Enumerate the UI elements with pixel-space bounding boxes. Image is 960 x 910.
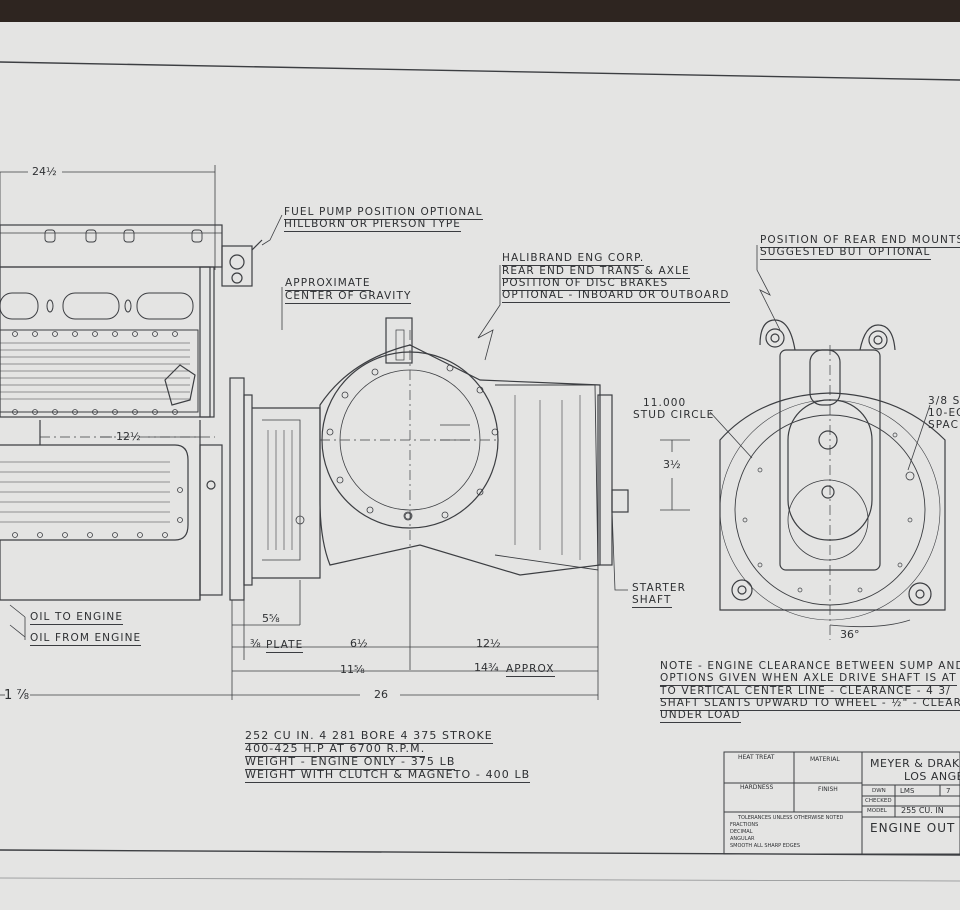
tb-material: MATERIAL [810, 756, 840, 763]
dim-36-degrees: 36° [840, 628, 860, 641]
dim-3-half: 3½ [663, 458, 681, 471]
engine-block [0, 224, 263, 601]
dimension-lines [0, 165, 931, 700]
dim-approx-label: APPROX [506, 663, 555, 677]
fuel-pump-callout-line2: HILLBORN OR PIERSON TYPE [284, 218, 462, 232]
specs-line-2: 400-425 H.P AT 6700 R.P.M. [245, 742, 426, 757]
tb-drawing-title: ENGINE OUT [870, 821, 956, 835]
dim-11-5-8: 11⅝ [340, 663, 365, 676]
tb-fractions: FRACTIONS [730, 822, 759, 828]
studs-callout-line2: 10-EQ [928, 407, 960, 419]
oil-to-engine-label: OIL TO ENGINE [30, 611, 124, 625]
tb-dwn: DWN [872, 788, 886, 794]
dim-24-half: 24½ [32, 165, 57, 178]
studs-callout-line3: SPACE [928, 419, 960, 431]
tb-dwn-by: LMS [900, 787, 915, 795]
specs-line-4: WEIGHT WITH CLUTCH & MAGNETO - 400 LB [245, 768, 531, 783]
tb-finish: FINISH [818, 786, 838, 793]
cg-callout-line1: APPROXIMATE [285, 277, 371, 291]
studs-callout-line1: 3/8 STU [928, 395, 960, 407]
tb-company: MEYER & DRAKE [870, 757, 960, 770]
rear-mounts-callout-line2: SUGGESTED BUT OPTIONAL [760, 246, 931, 260]
note-line-5: UNDER LOAD [660, 709, 741, 723]
tb-tolerances: TOLERANCES UNLESS OTHERWISE NOTED [738, 815, 844, 821]
dim-12-half-trans: 12½ [476, 637, 501, 650]
specs-line-3: WEIGHT - ENGINE ONLY - 375 LB [245, 755, 456, 770]
specs-line-1: 252 CU IN. 4 281 BORE 4 375 STROKE [245, 729, 493, 744]
halibrand-callout-line1: HALIBRAND ENG CORP. [502, 252, 645, 266]
oil-from-engine-label: OIL FROM ENGINE [30, 632, 142, 646]
stud-circle-callout-line2: STUD CIRCLE [633, 409, 715, 421]
dim-1-7-8: 1 ⅞ [4, 688, 30, 703]
rear-mounts-callout-line1: POSITION OF REAR END MOUNTS [760, 234, 960, 248]
dim-26: 26 [374, 688, 388, 701]
rear-end-view [719, 319, 946, 640]
dim-12-half-engine: 12½ [116, 430, 141, 443]
plate-label: PLATE [266, 639, 304, 653]
note-line-3: TO VERTICAL CENTER LINE - CLEARANCE - 4 … [660, 685, 951, 699]
tb-heat-treat: HEAT TREAT [738, 754, 775, 761]
tb-checked: CHECKED [865, 798, 892, 804]
halibrand-callout-line2: REAR END END TRANS & AXLE [502, 265, 690, 279]
fuel-pump-callout-line1: FUEL PUMP POSITION OPTIONAL [284, 206, 483, 220]
tb-sharp-edges: SMOOTH ALL SHARP EDGES [730, 843, 800, 849]
tb-model: MODEL [867, 808, 887, 814]
note-line-2: OPTIONS GIVEN WHEN AXLE DRIVE SHAFT IS A… [660, 672, 957, 686]
title-block-grid [723, 751, 960, 855]
drawing-sheet [0, 22, 960, 910]
tb-angular: ANGULAR [730, 836, 755, 842]
cg-callout-line2: CENTER OF GRAVITY [285, 290, 412, 304]
stud-circle-callout-line1: 11.000 [643, 397, 687, 409]
halibrand-callout-line3: POSITION OF DISC BRAKES [502, 277, 669, 291]
dim-3-8: ⅜ [250, 637, 261, 650]
dim-5-5-8: 5⅝ [262, 612, 280, 625]
tb-city: LOS ANGE [904, 770, 960, 783]
tb-dwn-date: 7 [946, 787, 951, 795]
dim-6-half: 6½ [350, 637, 368, 650]
dim-14-3-4: 14¾ [474, 661, 499, 674]
note-line-1: NOTE - ENGINE CLEARANCE BETWEEN SUMP AND [660, 660, 960, 672]
tb-model-value: 255 CU. IN [901, 806, 944, 815]
tb-hardness: HARDNESS [740, 784, 774, 791]
note-line-4: SHAFT SLANTS UPWARD TO WHEEL - ½" - CLEA… [660, 697, 960, 711]
starter-shaft-callout-line1: STARTER [632, 582, 687, 594]
halibrand-callout-line4: OPTIONAL - INBOARD OR OUTBOARD [502, 289, 730, 303]
starter-shaft-callout-line2: SHAFT [632, 594, 672, 608]
transmission-side-view [229, 317, 629, 601]
tb-decimal: DECIMAL [730, 829, 753, 835]
